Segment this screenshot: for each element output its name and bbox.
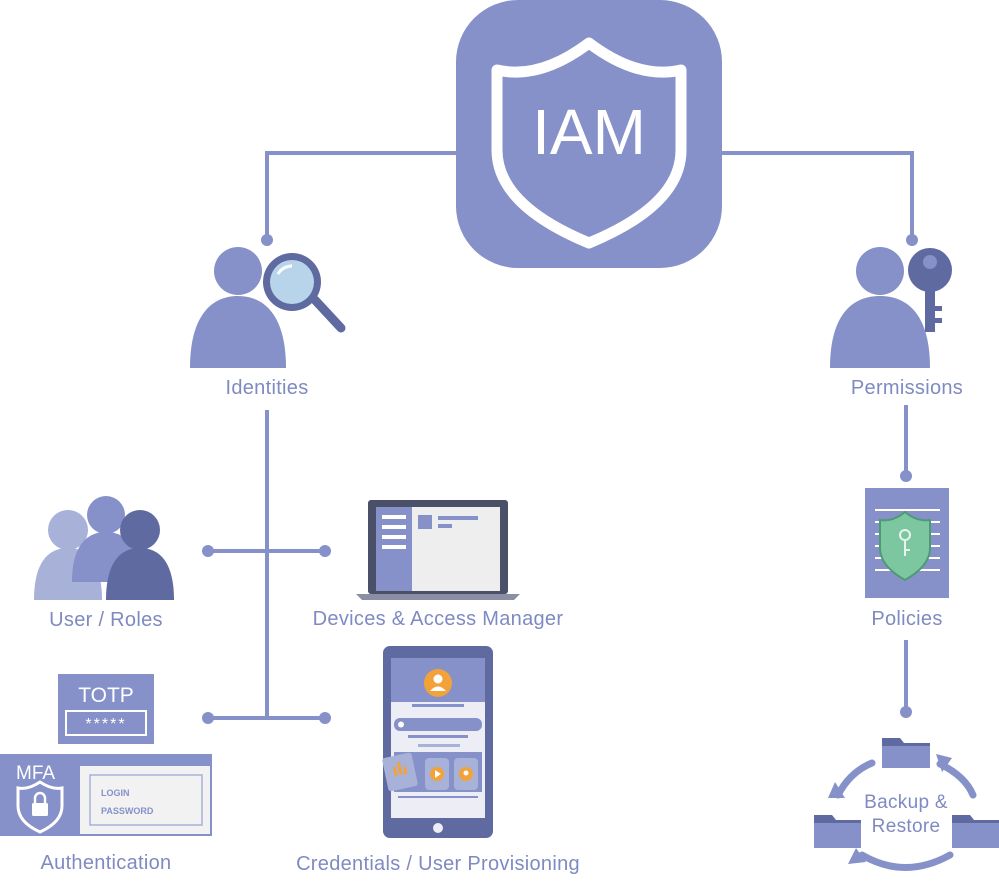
credentials-label: Credentials / User Provisioning: [296, 853, 580, 875]
permission-key-icon: [830, 247, 952, 368]
iam-hub: IAM: [456, 0, 722, 268]
permissions-label: Permissions: [850, 377, 964, 399]
lock-shield-icon: [16, 780, 64, 834]
tablet-icon: [382, 646, 493, 838]
mfa-login-card: LOGIN PASSWORD MFA: [0, 754, 212, 836]
laptop-icon: [356, 500, 520, 600]
backup-restore-label: Backup & Restore: [864, 791, 948, 839]
hub-to-permissions-line: [720, 151, 914, 240]
backup-label-line2: Restore: [871, 816, 941, 837]
connector-dots: [202, 234, 918, 724]
identities-label: Identities: [225, 377, 309, 399]
totp-label: TOTP: [78, 684, 134, 707]
hub-to-identities-line: [265, 151, 460, 240]
folder-icon: [814, 815, 861, 848]
backup-restore-cycle-icon: [814, 738, 999, 871]
policy-document-icon: [865, 488, 949, 598]
totp-card: TOTP *****: [58, 674, 154, 744]
authentication-label: Authentication: [40, 852, 172, 874]
backup-label-line1: Backup &: [864, 792, 948, 813]
user-roles-label: User / Roles: [49, 609, 163, 631]
folder-icon: [952, 815, 999, 848]
password-label: PASSWORD: [101, 806, 154, 816]
policies-label: Policies: [871, 608, 943, 630]
shield-icon: [491, 37, 687, 249]
folder-icon: [882, 738, 930, 768]
users-group-icon: [34, 496, 174, 600]
devices-label: Devices & Access Manager: [312, 608, 564, 630]
login-label: LOGIN: [101, 788, 130, 798]
connector-lines: [208, 151, 914, 720]
mfa-label: MFA: [16, 763, 55, 784]
identity-search-icon: [190, 247, 346, 368]
totp-code: *****: [85, 716, 126, 733]
hub-title: IAM: [532, 96, 646, 168]
